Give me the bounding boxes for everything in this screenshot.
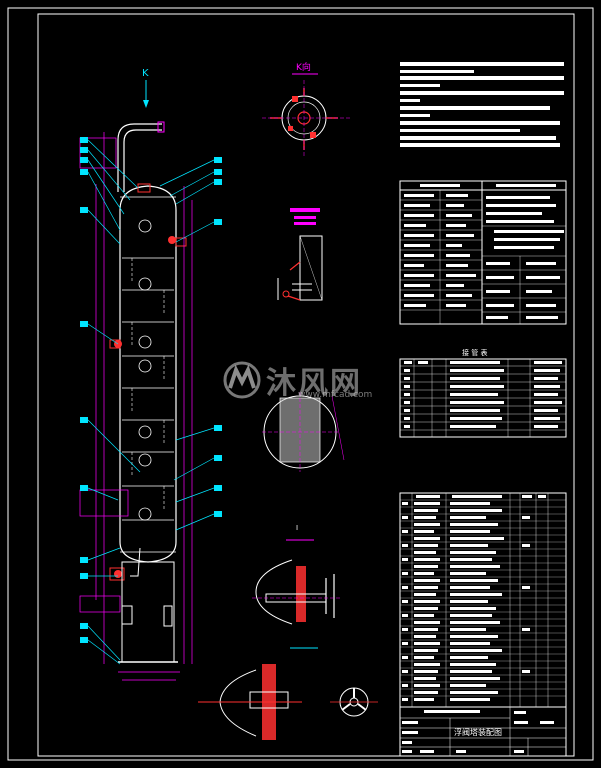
nozzle-detail: I [252, 524, 340, 649]
outer-border [7, 7, 594, 761]
k-direction-label: K [142, 68, 149, 79]
inner-border [37, 13, 575, 757]
detail-label: I [296, 524, 298, 532]
parts-list [399, 492, 567, 708]
k-view-title: K向 [296, 61, 311, 73]
drawing-title: 浮阀塔装配图 [454, 727, 502, 737]
detail-tray-support [277, 208, 323, 301]
nozzle-table-title: 接 管 表 [462, 348, 487, 357]
k-view: K向 [262, 61, 352, 156]
tower-skirt [121, 561, 175, 663]
tower-shell [119, 185, 177, 563]
nozzle-table: 接 管 表 [399, 348, 567, 438]
bottom-detail [198, 664, 378, 740]
technical-requirements [400, 62, 564, 147]
design-data-table [399, 180, 567, 325]
section-view [262, 392, 345, 472]
title-block: 浮阀塔装配图 [399, 706, 567, 757]
tower-elevation: K [79, 68, 222, 681]
